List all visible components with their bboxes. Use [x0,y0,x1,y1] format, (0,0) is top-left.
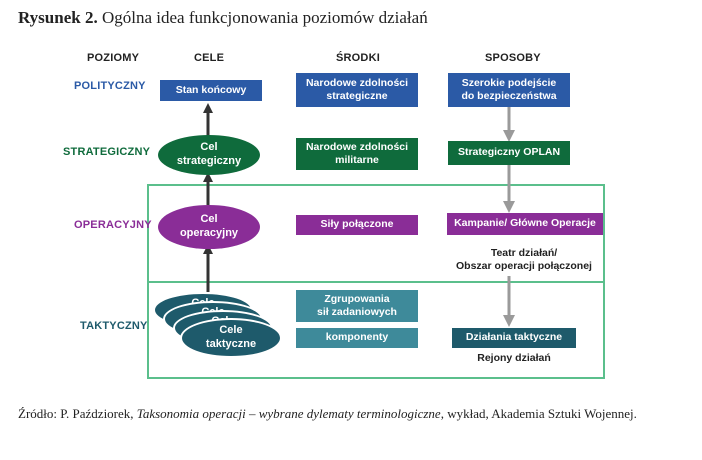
zgrupowania-box: Zgrupowania sił zadaniowych [296,290,418,322]
narodowe-zdolnosci-strategiczne-box: Narodowe zdolności strategiczne [296,73,418,107]
figure-caption: Ogólna idea funkcjonowania poziomów dzia… [101,8,428,27]
source-prefix: Źródło: P. Paździorek, [18,406,137,421]
level-strategiczny: STRATEGICZNY [63,146,151,158]
teatr-note: Teatr działań/ Obszar operacji połączone… [456,247,592,273]
cele-taktyczne-ellipse: Cele taktyczne [180,318,282,358]
header-srodki: ŚRODKI [336,52,380,64]
sily-polaczone-box: Siły połączone [296,215,418,235]
stan-koncowy-box: Stan końcowy [160,80,262,101]
figure-label: Rysunek 2. [18,8,98,27]
header-poziomy: POZIOMY [87,52,140,64]
taktyczny-frame [147,281,605,379]
strategiczny-oplan-box: Strategiczny OPLAN [448,141,570,165]
source-suffix: , wykład, Akademia Sztuki Wojennej. [440,406,637,421]
level-polityczny: POLITYCZNY [74,80,146,92]
kampanie-box: Kampanie/ Główne Operacje [447,213,603,235]
cel-strategiczny-ellipse: Cel strategiczny [158,135,260,175]
level-taktyczny: TAKTYCZNY [80,320,148,332]
level-operacyjny: OPERACYJNY [74,219,152,231]
source-work: Taksonomia operacji – wybrane dylematy t… [136,406,441,421]
source-note: Źródło: P. Paździorek, Taksonomia operac… [18,405,678,424]
szerokie-podejscie-box: Szerokie podejście do bezpieczeństwa [448,73,570,107]
cel-operacyjny-ellipse: Cel operacyjny [158,205,260,249]
header-cele: CELE [194,52,225,64]
rejony-note: Rejony działań [477,352,551,364]
header-sposoby: SPOSOBY [485,52,541,64]
komponenty-box: komponenty [296,328,418,348]
figure-title: Rysunek 2. Ogólna idea funkcjonowania po… [18,8,428,28]
narodowe-zdolnosci-militarne-box: Narodowe zdolności militarne [296,138,418,170]
dzialania-taktyczne-box: Działania taktyczne [452,328,576,348]
